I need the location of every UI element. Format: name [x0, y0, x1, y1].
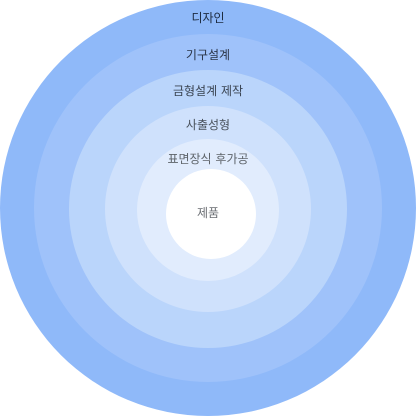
- layer-label-surface-finishing: 표면장식 후가공: [167, 152, 249, 166]
- layer-label-injection-molding: 사출성형: [185, 118, 231, 132]
- layer-label-design: 디자인: [191, 11, 225, 25]
- layer-label-mold-design-production: 금형설계 제작: [172, 84, 244, 98]
- ring-product: [166, 169, 256, 259]
- layer-label-mechanical-design: 기구설계: [185, 48, 231, 62]
- layer-label-product: 제품: [196, 206, 220, 220]
